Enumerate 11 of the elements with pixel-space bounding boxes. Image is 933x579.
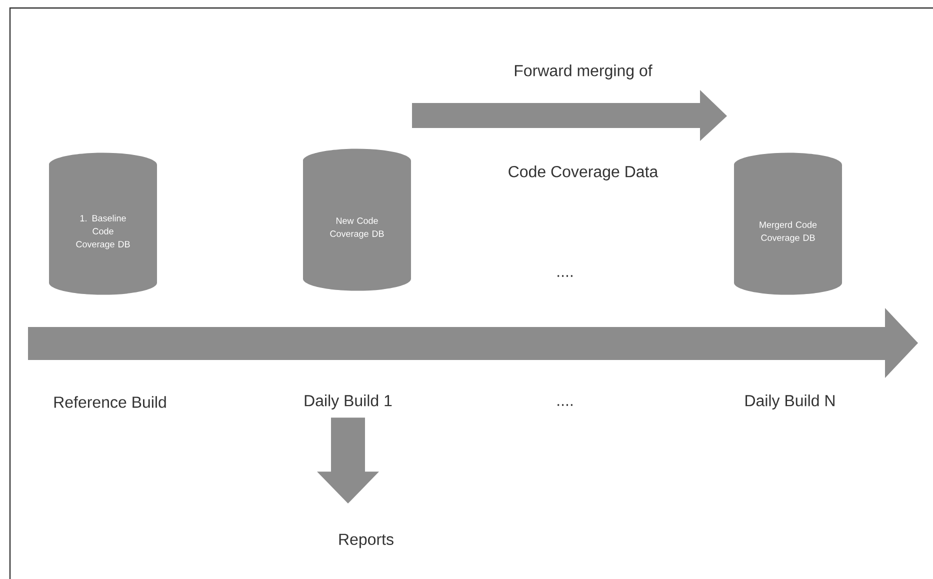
build-label: Daily Build 1 — [304, 394, 392, 410]
text-label: Daily Build N — [746, 394, 834, 410]
text-label: Code Coverage Data — [508, 166, 658, 180]
text-label: Forward merging of — [514, 64, 652, 80]
text-label: Reference Build — [54, 396, 166, 408]
database-cylinder: New Code Coverage DB — [303, 148, 411, 291]
database-cylinder: Mergerd Code Coverage DB — [734, 152, 842, 295]
database-cylinder: 1. Baseline Code Coverage DB — [49, 152, 157, 295]
output-label: Reports — [339, 534, 394, 548]
text-label: .... — [558, 404, 572, 406]
text-label: .... — [558, 275, 572, 277]
